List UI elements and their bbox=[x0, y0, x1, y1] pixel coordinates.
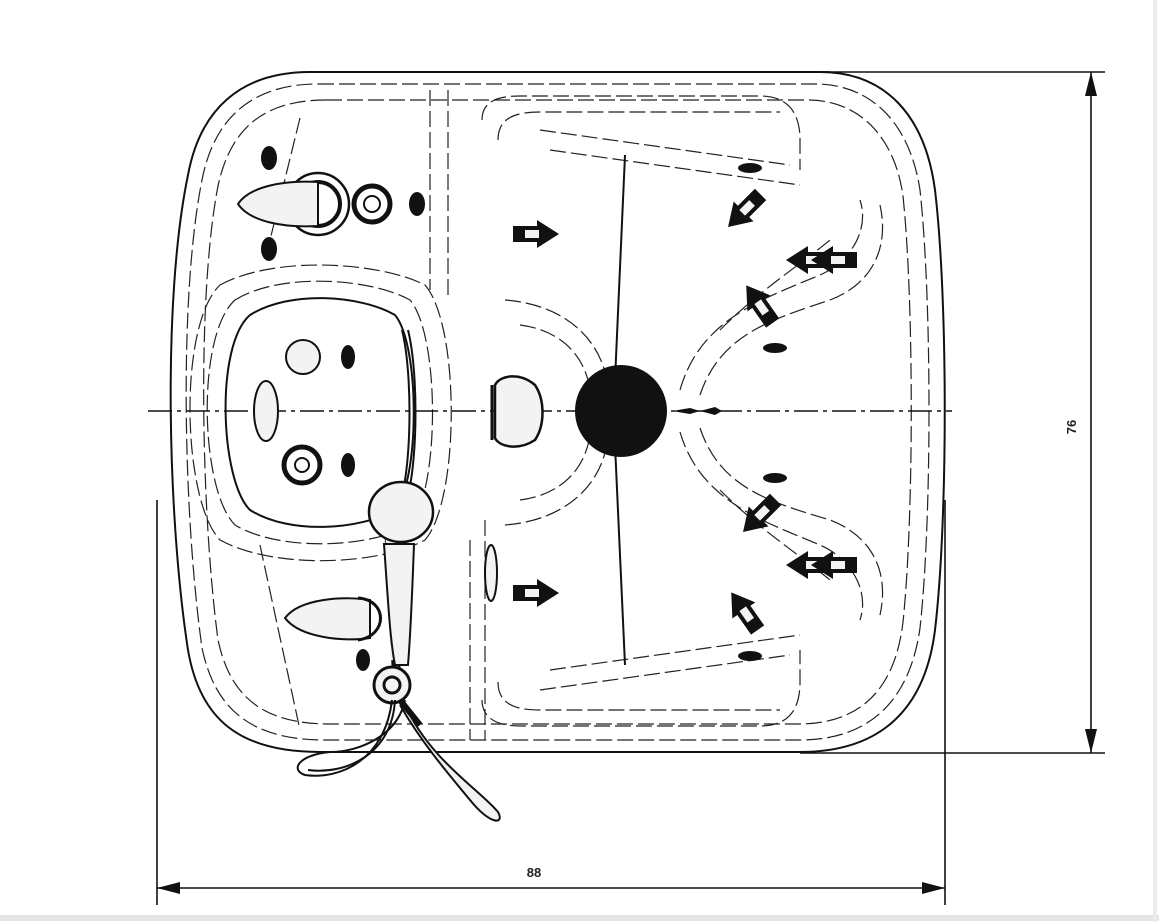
jets bbox=[513, 163, 857, 661]
dimension-width: 88 bbox=[156, 500, 946, 905]
dimension-height: 76 bbox=[800, 71, 1105, 754]
jet-arrow bbox=[728, 188, 767, 227]
drain bbox=[575, 365, 722, 457]
jet-arrow bbox=[743, 493, 782, 532]
tub-body bbox=[169, 71, 946, 753]
jet-arrow bbox=[746, 285, 780, 328]
jet-arrow bbox=[513, 579, 559, 607]
jet-arrow bbox=[811, 246, 857, 274]
footwell bbox=[259, 90, 884, 740]
hand-shower bbox=[296, 480, 501, 822]
jet-arrow bbox=[811, 551, 857, 579]
jet-arrow bbox=[513, 220, 559, 248]
fittings bbox=[236, 146, 544, 671]
width-label: 88 bbox=[527, 865, 541, 880]
height-label: 76 bbox=[1064, 420, 1079, 434]
jet-arrow bbox=[731, 592, 765, 635]
